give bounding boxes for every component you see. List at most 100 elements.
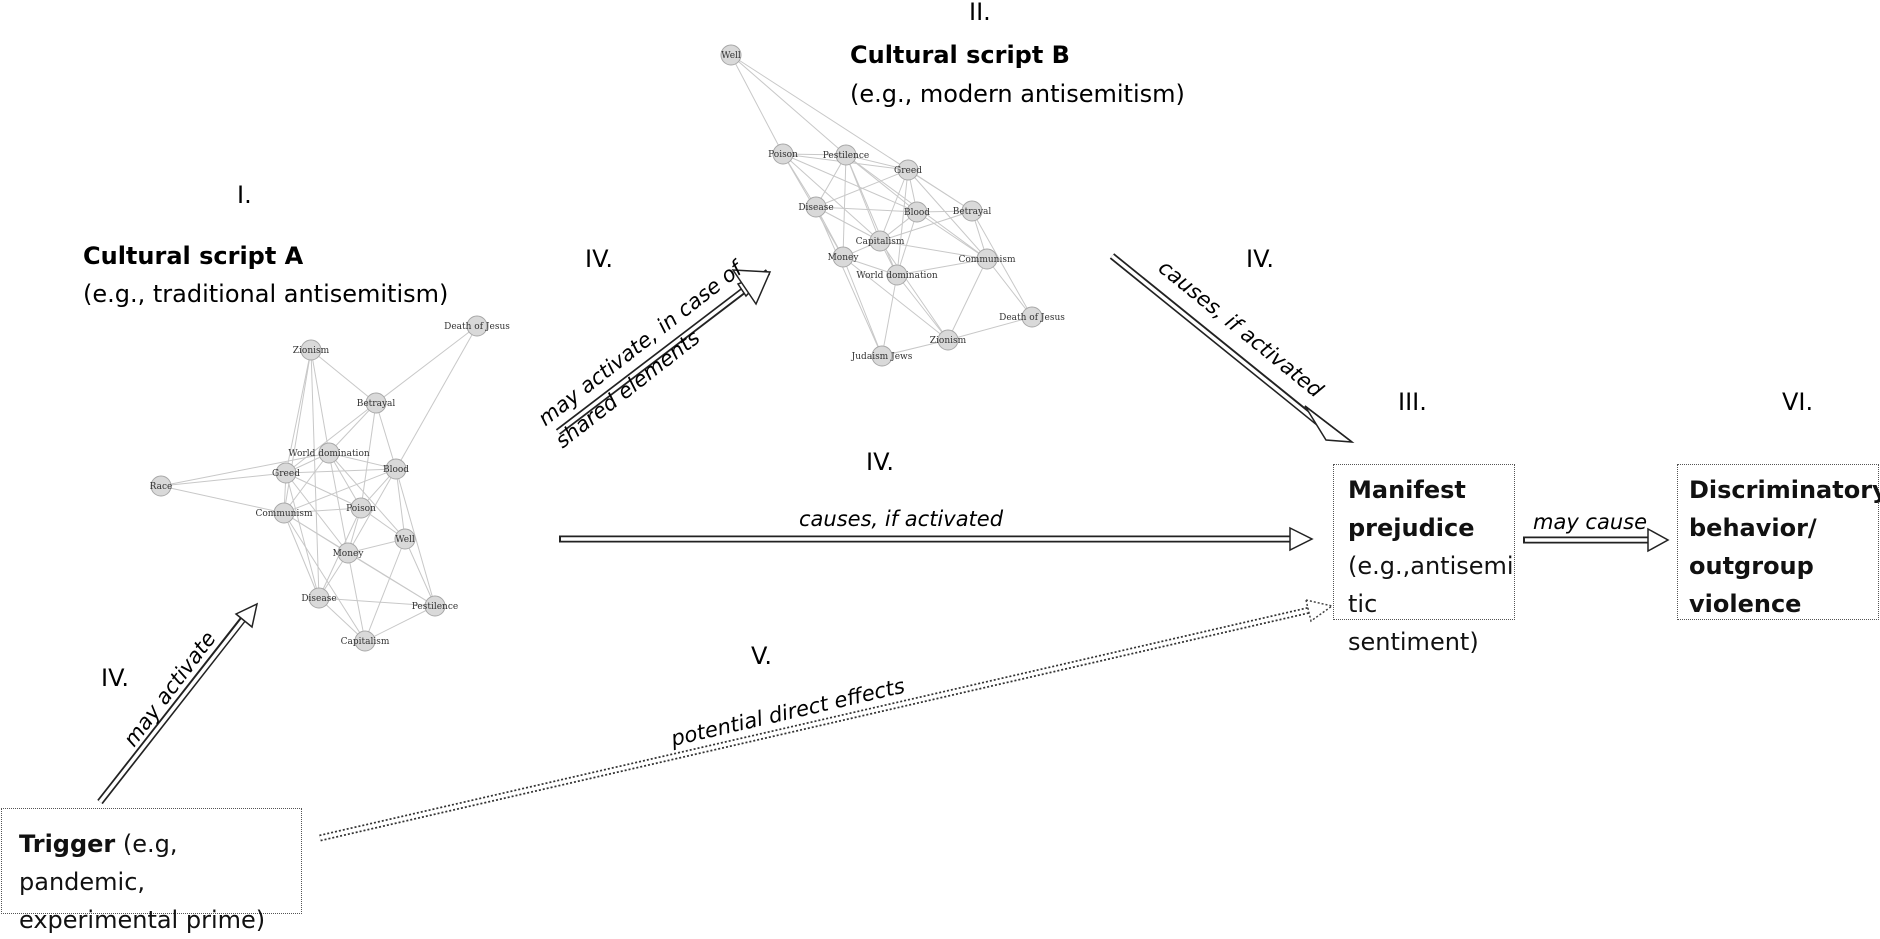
script-a-edge [285, 472, 362, 509]
script-b-edge [947, 316, 1033, 341]
script-b-edge [845, 154, 918, 213]
script-a-node [466, 315, 488, 337]
script-b-node-label: World domination [856, 271, 938, 281]
script-a-edge [328, 452, 349, 554]
script-b-node [772, 143, 794, 165]
roman-a-to-b: IV. [585, 245, 613, 273]
arrow-trigger-to-a [97, 602, 259, 805]
behavior-line3: outgroup [1689, 552, 1814, 580]
script-b-node-label: Well [721, 51, 741, 61]
script-b-node [976, 248, 998, 270]
roman-b-to-prejudice: IV. [1246, 245, 1274, 273]
behavior-line1: Discriminatory [1689, 476, 1880, 504]
trigger-line1: Trigger (e.g, pandemic, [19, 825, 291, 901]
script-b-node [886, 264, 908, 286]
prejudice-title-line1: Manifest [1348, 476, 1466, 504]
script-b-node-label: Judaism Jews [851, 352, 913, 362]
script-b-node-label: Money [828, 253, 860, 263]
roman-a-to-prejudice: IV. [866, 448, 894, 476]
script-a-node [337, 542, 359, 564]
script-b-node-label: Blood [904, 208, 930, 218]
script-b-edge [879, 210, 973, 242]
script-b-edge [845, 154, 909, 171]
behavior-line2: behavior/ [1689, 514, 1817, 542]
script-b-edge [845, 154, 898, 276]
script-a-edge [347, 468, 397, 554]
script-a-node [350, 497, 372, 519]
script-a-edge [160, 452, 330, 487]
script-a-edge [283, 512, 366, 642]
script-b-node [897, 159, 919, 181]
script-a-edge [285, 472, 349, 554]
script-a-edge [375, 325, 478, 404]
prejudice-title-line2: prejudice [1348, 514, 1475, 542]
script-a-node-label: Greed [272, 469, 300, 479]
script-a-node-label: Zionism [293, 346, 330, 356]
script-a-node [275, 462, 297, 484]
script-a-edge [283, 349, 312, 514]
script-a-node [354, 630, 376, 652]
script-b-edge [842, 154, 847, 258]
script-b-edge [842, 256, 949, 341]
script-b-node-label: Pestilence [823, 151, 869, 161]
script-b-edge [881, 339, 949, 357]
roman-trigger-to-a: IV. [101, 664, 129, 692]
label-a-to-prejudice: causes, if activated [799, 507, 1004, 531]
script-b-node [835, 144, 857, 166]
script-a-node [394, 528, 416, 550]
script-a-node [308, 587, 330, 609]
script-b-node-label: Zionism [930, 336, 967, 346]
script-b-node [805, 196, 827, 218]
script-b-edge [782, 153, 881, 242]
script-a-node [300, 339, 322, 361]
script-b-edge [879, 169, 909, 242]
script-a-edge [395, 468, 436, 607]
script-a-edge [347, 552, 366, 642]
script-b-edge [986, 258, 1033, 318]
script-a-edge [310, 349, 320, 599]
script-a-title: Cultural script A [83, 242, 304, 270]
label-prejudice-to-behavior: may cause [1533, 510, 1647, 534]
script-b-node-label: Capitalism [856, 237, 905, 247]
script-b-edge [815, 206, 883, 357]
script-a-edge [395, 468, 406, 540]
script-a-edge [285, 349, 312, 474]
script-a-edge [328, 452, 397, 470]
script-b-edge [947, 258, 988, 341]
script-b-edge [896, 211, 918, 276]
script-a-node-label: Communism [256, 509, 313, 519]
script-b-node [871, 345, 893, 367]
script-a-node-label: Death of Jesus [444, 322, 510, 332]
script-a-edge [404, 538, 436, 607]
script-b-node-label: Death of Jesus [999, 313, 1065, 323]
script-b-node [720, 44, 742, 66]
script-b-node [832, 246, 854, 268]
script-a-edge [160, 472, 287, 487]
script-a-edge [360, 402, 377, 509]
roman-behavior: VI. [1782, 388, 1813, 416]
label-trigger-to-a: may activate [119, 627, 221, 751]
script-b-edge [881, 274, 898, 357]
manifest-prejudice-box: Manifest prejudice (e.g.,antisemi tic se… [1333, 464, 1515, 656]
script-a-edge [283, 512, 320, 599]
script-b-node [906, 201, 928, 223]
script-b-edge [730, 54, 847, 156]
script-b-edge [815, 206, 918, 213]
script-a-edge [283, 507, 362, 514]
script-a-node [365, 392, 387, 414]
script-b-edge [815, 206, 881, 242]
script-a-edge [310, 349, 330, 454]
script-b-edge [971, 210, 1033, 318]
script-a-node-label: Race [150, 482, 173, 492]
script-a-node [273, 502, 295, 524]
script-a-node-label: Pestilence [412, 602, 458, 612]
roman-trigger-to-prejudice: V. [751, 642, 772, 670]
script-b-node [1021, 306, 1043, 328]
label-a-to-b-line1: may activate, in case of [534, 255, 750, 431]
script-a-node-label: Poison [346, 504, 376, 514]
script-a-edge [328, 402, 377, 454]
script-b-edge [907, 169, 973, 212]
